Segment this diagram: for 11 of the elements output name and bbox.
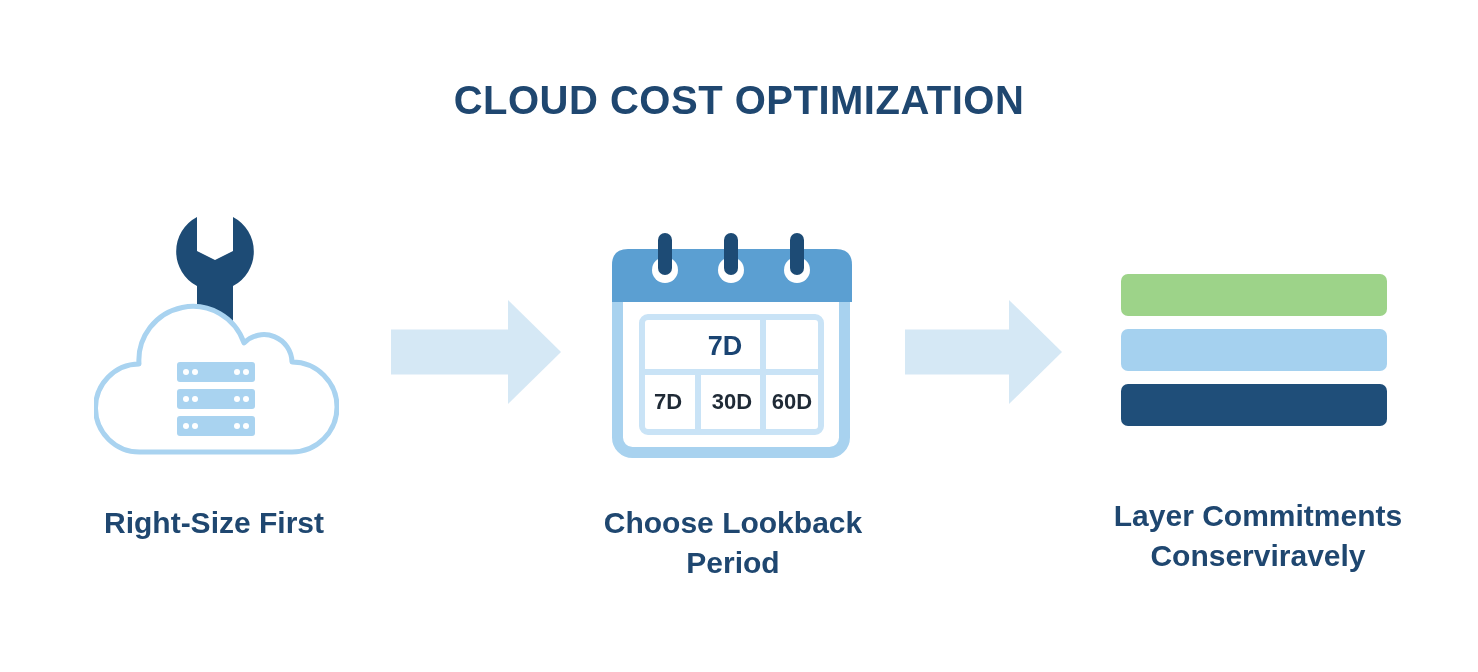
period-label: 30D <box>711 389 753 415</box>
calendar-illustration <box>611 231 852 460</box>
period-label: 60D <box>771 389 813 415</box>
step-caption: Layer Commitments Conserviravely <box>1112 498 1404 574</box>
step-caption: Choose Lookback Period <box>602 505 864 581</box>
layer-bars-illustration <box>1119 272 1389 428</box>
period-label: 7D <box>707 332 743 362</box>
period-label: 7D <box>653 389 683 415</box>
title: CLOUD COST OPTIMIZATION <box>453 77 1025 124</box>
step-caption: Right-Size First <box>103 505 325 541</box>
cloud-wrench-illustration <box>94 214 339 457</box>
